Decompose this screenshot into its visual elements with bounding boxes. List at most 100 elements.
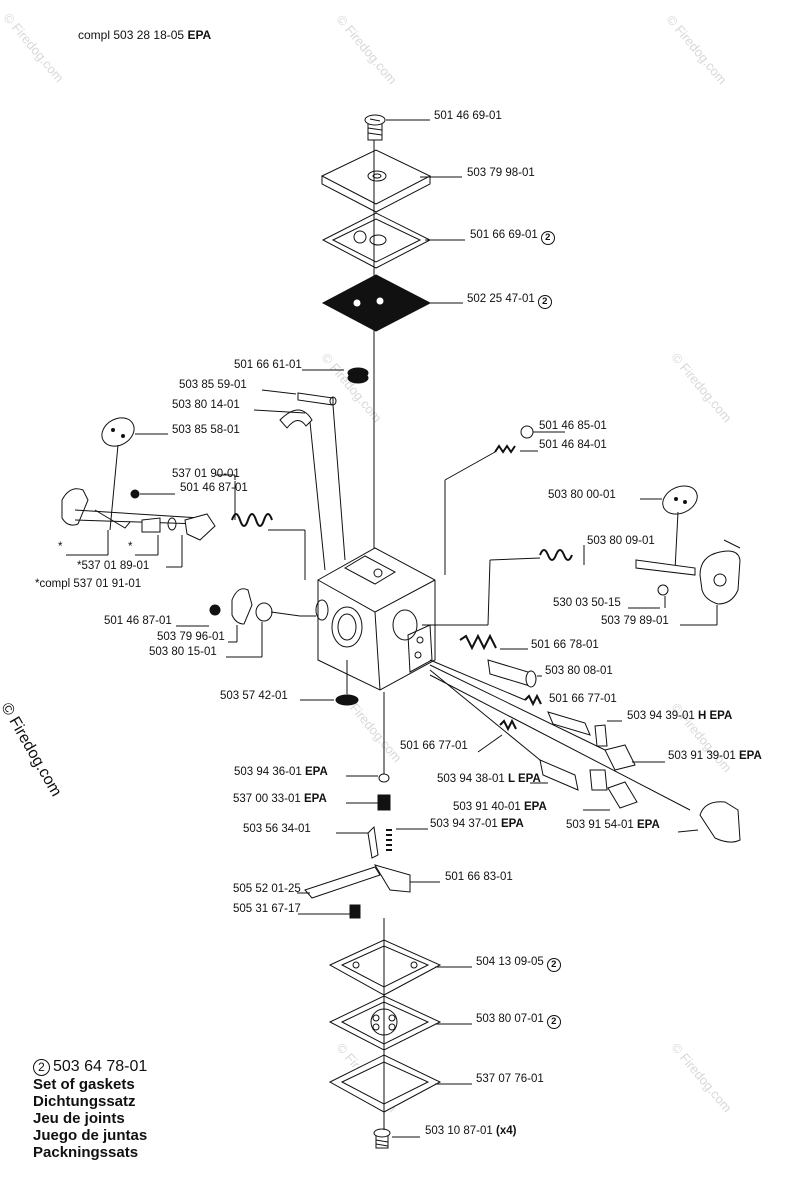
diaphragm-dark	[321, 274, 463, 332]
left-throttle-assembly	[61, 417, 306, 580]
legend-line: Dichtungssatz	[33, 1093, 136, 1110]
legend-number: 503 64 78-01	[53, 1058, 148, 1075]
part-number-label: *	[58, 541, 62, 554]
part-number-label: 503 56 34-01	[243, 823, 311, 836]
plug-cap	[302, 367, 369, 384]
part-number: *537 01 89-01	[77, 560, 150, 572]
legend-circle-marker: 2	[33, 1059, 50, 1076]
part-number-label: 501 46 69-01	[434, 110, 502, 123]
part-number: 503 94 36-01	[234, 766, 302, 778]
left-side-parts	[176, 588, 301, 658]
part-number: 503 80 14-01	[172, 399, 240, 411]
part-suffix: (x4)	[496, 1125, 517, 1137]
assembly-title: compl 503 28 18-05 EPA	[78, 28, 211, 42]
tube-1	[261, 389, 346, 561]
part-number-label: 503 91 39-01 EPA	[668, 750, 762, 763]
part-number-label: 503 80 09-01	[587, 535, 655, 548]
title-number: 503 28 18-05	[113, 28, 185, 42]
legend-line: Juego de juntas	[33, 1127, 148, 1144]
part-number-label: 501 66 83-01	[445, 871, 513, 884]
part-number: 503 10 87-01	[425, 1125, 493, 1137]
part-number-label: 503 94 36-01 EPA	[234, 766, 328, 779]
pump-cover	[328, 1054, 472, 1113]
legend-line: Set of gaskets	[33, 1076, 135, 1093]
part-number: 503 91 40-01	[453, 801, 521, 813]
part-number-label: *	[128, 541, 132, 554]
part-number-label: 503 79 98-01	[467, 167, 535, 180]
part-number: 501 46 69-01	[434, 110, 502, 122]
part-suffix: EPA	[739, 750, 762, 762]
part-number-label: 501 66 61-01	[234, 359, 302, 372]
gasket-set-marker: 2	[537, 295, 552, 309]
title-prefix: compl	[78, 28, 111, 42]
part-number: 537 00 33-01	[233, 793, 301, 805]
title-suffix: EPA	[187, 28, 212, 42]
part-number: 504 13 09-05	[476, 956, 544, 968]
part-number-label: 503 80 14-01	[172, 399, 240, 412]
part-number: 501 46 87-01	[180, 482, 248, 494]
part-number-label: 503 91 54-01 EPA	[566, 819, 660, 832]
part-number-label: 503 94 39-01 H EPA	[627, 710, 732, 723]
part-number: 501 66 61-01	[234, 359, 302, 371]
part-number: 537 07 76-01	[476, 1073, 544, 1085]
part-suffix: H EPA	[698, 710, 733, 722]
inlet-needle-assembly	[297, 692, 440, 919]
top-screw	[364, 114, 430, 141]
part-number-label: 503 91 40-01 EPA	[453, 801, 547, 814]
part-number: *compl 537 01 91-01	[35, 578, 142, 590]
part-number: 503 79 89-01	[601, 615, 669, 627]
part-suffix: EPA	[637, 819, 660, 831]
part-number-label: 503 80 15-01	[149, 646, 217, 659]
legend-line: Packningssats	[33, 1144, 139, 1161]
adjust-screws	[429, 633, 741, 843]
part-number-label: 537 07 76-01	[476, 1073, 544, 1086]
part-number: 503 80 07-01	[476, 1013, 544, 1025]
part-number-label: 501 46 84-01	[539, 439, 607, 452]
part-suffix: EPA	[305, 766, 328, 778]
part-number-label: 537 01 90-01	[172, 468, 240, 481]
part-number: *	[58, 541, 63, 553]
metering-gasket	[328, 939, 472, 996]
part-number: 503 85 58-01	[172, 424, 240, 436]
part-number: 503 56 34-01	[243, 823, 311, 835]
part-suffix: EPA	[304, 793, 327, 805]
part-number: 501 66 77-01	[400, 740, 468, 752]
part-number: 503 91 54-01	[566, 819, 634, 831]
part-number-label: 501 46 87-01	[180, 482, 248, 495]
bottom-plug	[300, 660, 359, 706]
part-number-label: *537 01 89-01	[77, 560, 149, 573]
part-suffix: EPA	[524, 801, 547, 813]
check-ball	[444, 425, 565, 575]
part-number: 503 94 38-01	[437, 773, 505, 785]
part-number-label: 503 57 42-01	[220, 690, 288, 703]
part-number-label: 503 80 08-01	[545, 665, 613, 678]
part-number-label: 503 85 59-01	[179, 379, 247, 392]
part-number: 501 46 87-01	[104, 615, 172, 627]
part-number: 501 66 77-01	[549, 693, 617, 705]
part-number: 530 03 50-15	[553, 597, 621, 609]
part-number: *	[128, 541, 133, 553]
part-number-label: 537 00 33-01 EPA	[233, 793, 327, 806]
gasket-set-marker: 2	[546, 958, 561, 972]
part-number: 503 80 00-01	[548, 489, 616, 501]
part-number: 501 66 69-01	[470, 229, 538, 241]
part-number: 505 52 01-25	[233, 883, 301, 895]
part-number: 503 94 39-01	[627, 710, 695, 722]
part-number: 503 94 37-01	[430, 818, 498, 830]
part-number-label: 530 03 50-15	[553, 597, 621, 610]
part-number-label: 505 52 01-25	[233, 883, 301, 896]
part-number-label: 503 85 58-01	[172, 424, 240, 437]
bottom-screw	[373, 1128, 420, 1149]
part-number-label: 501 46 85-01	[539, 420, 607, 433]
legend-line: Jeu de joints	[33, 1110, 125, 1127]
part-number: 501 46 85-01	[539, 420, 607, 432]
metering-diaphragm	[328, 995, 472, 1051]
